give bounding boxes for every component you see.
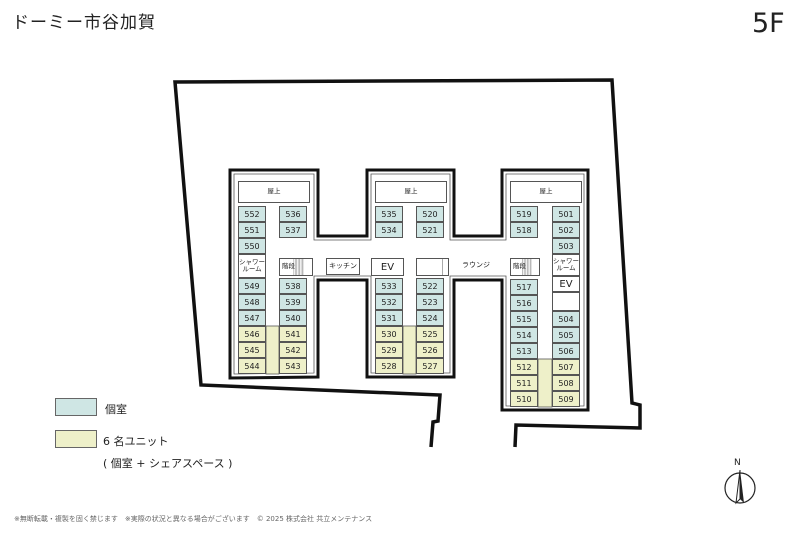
- room-516: 516: [510, 295, 538, 311]
- room-539: 539: [279, 294, 307, 310]
- room-511: 511: [510, 375, 538, 391]
- room-510: 510: [510, 391, 538, 407]
- room-546: 546: [238, 326, 266, 342]
- room-515: 515: [510, 311, 538, 327]
- kitchen: キッチン: [326, 258, 360, 275]
- lounge-label: ラウンジ: [462, 261, 490, 269]
- legend-unit-label: 6 名ユニット: [103, 435, 169, 448]
- room-537: 537: [279, 222, 307, 238]
- room-538: 538: [279, 278, 307, 294]
- room-501: 501: [552, 206, 580, 222]
- legend-unit-note: ( 個室 + シェアスペース ): [103, 457, 233, 470]
- legend-private-swatch: [55, 398, 97, 416]
- room-542: 542: [279, 342, 307, 358]
- room-547: 547: [238, 310, 266, 326]
- room-540: 540: [279, 310, 307, 326]
- room-534: 534: [375, 222, 403, 238]
- rooftop-right: 屋上: [510, 181, 582, 203]
- floor-label: 5F: [752, 8, 785, 39]
- room-504: 504: [552, 311, 580, 327]
- room-552: 552: [238, 206, 266, 222]
- elevator-center: EV: [371, 258, 404, 276]
- footer-note: ※無断転載・複製を固く禁じます ※実際の状況と異なる場合がございます © 202…: [14, 515, 373, 523]
- room-513: 513: [510, 343, 538, 359]
- storage-box: [416, 258, 449, 276]
- room-531: 531: [375, 310, 403, 326]
- room-512: 512: [510, 359, 538, 375]
- rooftop-center: 屋上: [375, 181, 447, 203]
- room-517: 517: [510, 279, 538, 295]
- stairs-left: 階段: [279, 258, 313, 276]
- room-533: 533: [375, 278, 403, 294]
- room-551: 551: [238, 222, 266, 238]
- room-528: 528: [375, 358, 403, 374]
- room-536: 536: [279, 206, 307, 222]
- room-521: 521: [416, 222, 444, 238]
- legend-unit-swatch: [55, 430, 97, 448]
- shower-room-right: シャワー ルーム: [552, 254, 580, 276]
- room-545: 545: [238, 342, 266, 358]
- stairs-right: 階段: [510, 258, 540, 276]
- room-526: 526: [416, 342, 444, 358]
- room-502: 502: [552, 222, 580, 238]
- room-548: 548: [238, 294, 266, 310]
- rooftop-left: 屋上: [238, 181, 310, 203]
- north-label: N: [734, 458, 741, 468]
- room-522: 522: [416, 278, 444, 294]
- room-541: 541: [279, 326, 307, 342]
- room-519: 519: [510, 206, 538, 222]
- room-518: 518: [510, 222, 538, 238]
- room-530: 530: [375, 326, 403, 342]
- room-508: 508: [552, 375, 580, 391]
- room-525: 525: [416, 326, 444, 342]
- room-549: 549: [238, 278, 266, 294]
- legend-private-label: 個室: [105, 403, 127, 416]
- elevator-right: EV: [552, 276, 580, 292]
- room-550: 550: [238, 238, 266, 254]
- empty-space: [552, 292, 580, 311]
- room-503: 503: [552, 238, 580, 254]
- room-507: 507: [552, 359, 580, 375]
- room-535: 535: [375, 206, 403, 222]
- room-544: 544: [238, 358, 266, 374]
- north-compass-icon: N: [724, 458, 756, 505]
- room-543: 543: [279, 358, 307, 374]
- shower-room-left: シャワー ルーム: [238, 254, 266, 278]
- room-532: 532: [375, 294, 403, 310]
- building-title: ドーミー市谷加賀: [12, 13, 156, 33]
- room-524: 524: [416, 310, 444, 326]
- room-506: 506: [552, 343, 580, 359]
- room-527: 527: [416, 358, 444, 374]
- room-505: 505: [552, 327, 580, 343]
- room-520: 520: [416, 206, 444, 222]
- room-509: 509: [552, 391, 580, 407]
- room-514: 514: [510, 327, 538, 343]
- room-523: 523: [416, 294, 444, 310]
- room-529: 529: [375, 342, 403, 358]
